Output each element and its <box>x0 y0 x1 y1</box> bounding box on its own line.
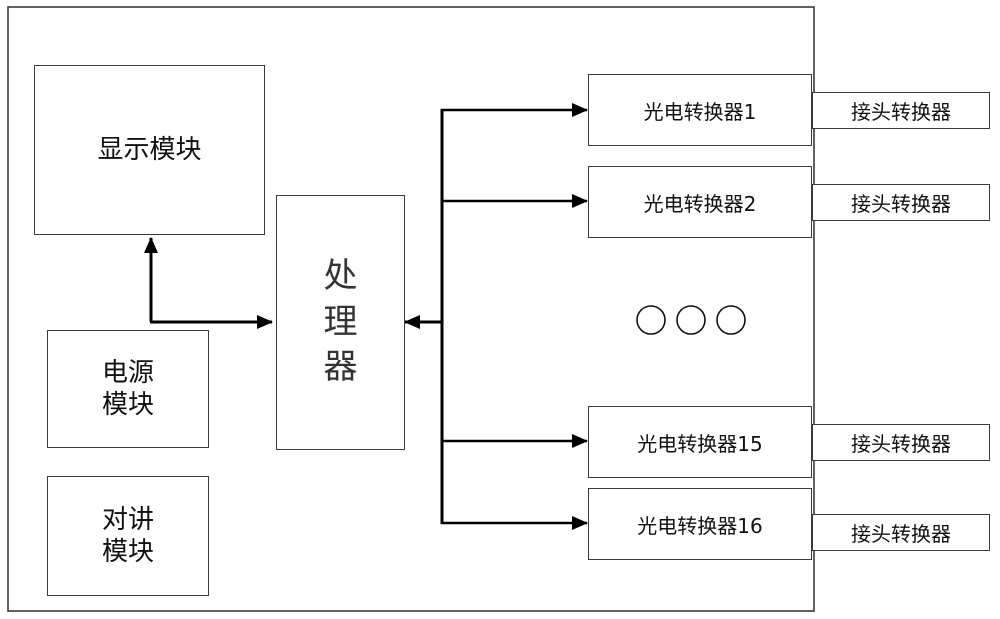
power-module-label: 电源 模块 <box>101 357 154 421</box>
connector-converter-1: 接头转换器 <box>812 92 990 129</box>
connector-label: 接头转换器 <box>851 100 951 124</box>
display-module-label: 显示模块 <box>97 134 202 165</box>
processor: 处 理 器 <box>276 195 405 450</box>
connector-label: 接头转换器 <box>851 192 951 216</box>
ellipsis-circle-2 <box>676 305 706 335</box>
converter-label: 光电转换器1 <box>643 99 757 124</box>
intercom-module-label: 对讲 模块 <box>101 504 154 568</box>
converter-label: 光电转换器15 <box>637 431 763 456</box>
connector-label: 接头转换器 <box>851 432 951 456</box>
display-module: 显示模块 <box>34 65 265 235</box>
ellipsis-circle-1 <box>636 305 666 335</box>
processor-label: 处 理 器 <box>323 255 358 388</box>
power-module: 电源 模块 <box>47 330 209 448</box>
converter-16: 光电转换器16 <box>588 488 812 560</box>
intercom-module: 对讲 模块 <box>47 476 209 596</box>
converter-15: 光电转换器15 <box>588 406 812 478</box>
converter-1: 光电转换器1 <box>588 74 812 146</box>
ellipsis-circle-3 <box>716 305 746 335</box>
connector-converter-2: 接头转换器 <box>812 184 990 221</box>
converter-label: 光电转换器2 <box>643 191 757 216</box>
connector-converter-15: 接头转换器 <box>812 424 990 461</box>
converter-label: 光电转换器16 <box>637 513 763 538</box>
connector-converter-16: 接头转换器 <box>812 514 990 551</box>
connector-label: 接头转换器 <box>851 522 951 546</box>
enclosure-frame <box>7 6 815 612</box>
converter-2: 光电转换器2 <box>588 166 812 238</box>
